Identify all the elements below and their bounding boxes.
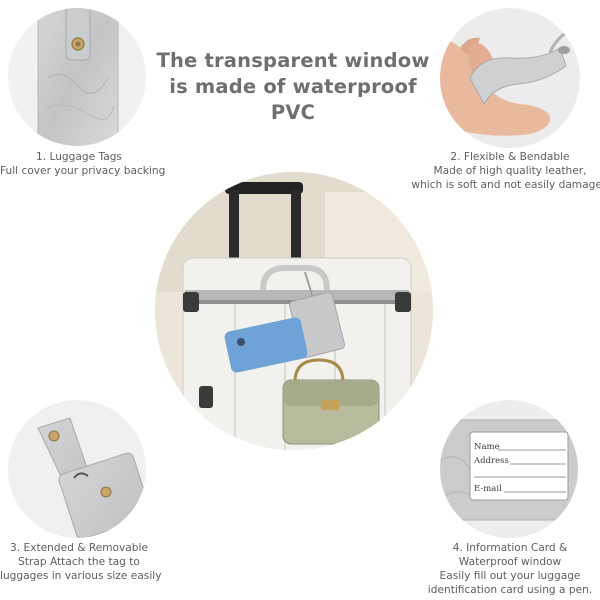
info-card-name-label: Name <box>474 442 500 452</box>
feature-image-removable-strap <box>8 400 146 538</box>
feature-caption-3: 3. Extended & Removable Strap Attach the… <box>0 541 162 583</box>
luggage-tag-body <box>37 8 119 146</box>
hand <box>440 38 551 136</box>
feature-image-flexible-tag <box>440 8 580 148</box>
feature-4-subtitle: Waterproof window <box>458 556 562 568</box>
info-card-address-label: Address <box>473 456 509 466</box>
feature-3-desc-2: luggages in various size easily <box>0 570 162 582</box>
feature-image-luggage-tag <box>8 8 146 146</box>
feature-2-title: 2. Flexible & Bendable <box>450 151 570 163</box>
feature-caption-4: 4. Information Card & Waterproof window … <box>410 541 600 597</box>
headline-line-1: The transparent window <box>156 49 430 72</box>
feature-caption-1: 1. Luggage Tags Full cover your privacy … <box>0 150 166 178</box>
tag-strap <box>65 8 91 61</box>
feature-image-info-card: Name Address E-mail <box>440 400 578 538</box>
feature-2-desc-2: which is soft and not easily damaged <box>411 179 600 191</box>
feature-4-title: 4. Information Card & <box>452 542 568 554</box>
feature-3-title: 3. Extended & Removable <box>10 542 148 554</box>
strap-snap-button <box>48 430 60 442</box>
headline: The transparent window is made of waterp… <box>148 48 438 126</box>
info-card-window <box>469 431 569 501</box>
feature-2-desc-1: Made of high quality leather, <box>433 165 587 177</box>
feature-1-title: 1. Luggage Tags <box>36 151 122 163</box>
bent-luggage-tag <box>469 47 567 106</box>
feature-1-desc: Full cover your privacy backing <box>0 165 166 177</box>
feature-caption-2: 2. Flexible & Bendable Made of high qual… <box>410 150 600 192</box>
suitcase-handle <box>225 182 303 194</box>
headline-line-2: is made of waterproof PVC <box>169 75 417 124</box>
main-suitcase-image <box>155 172 433 450</box>
feature-4-desc-1: Easily fill out your luggage <box>439 570 581 582</box>
info-card-email-label: E-mail <box>474 484 502 494</box>
feature-3-desc-1: Strap Attach the tag to <box>18 556 140 568</box>
feature-4-desc-2: identification card using a pen. <box>427 584 593 596</box>
phone <box>224 317 308 373</box>
